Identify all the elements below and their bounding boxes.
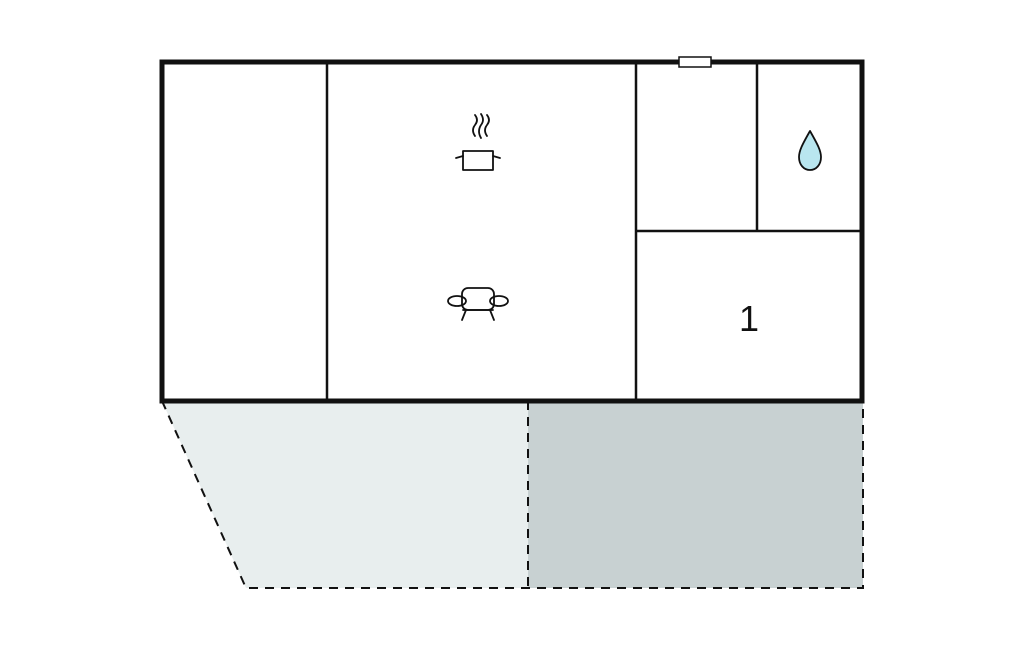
water-drop-icon (798, 130, 822, 171)
sofa-icon (447, 287, 509, 321)
kitchen-pot-icon (455, 113, 501, 171)
bedroom-number: 1 (739, 298, 759, 339)
terrace-outline (161, 400, 864, 589)
terrace-uncovered (162, 401, 528, 588)
house-outline (159, 59, 865, 404)
terrace-covered (528, 401, 863, 588)
window-icon (678, 56, 712, 68)
